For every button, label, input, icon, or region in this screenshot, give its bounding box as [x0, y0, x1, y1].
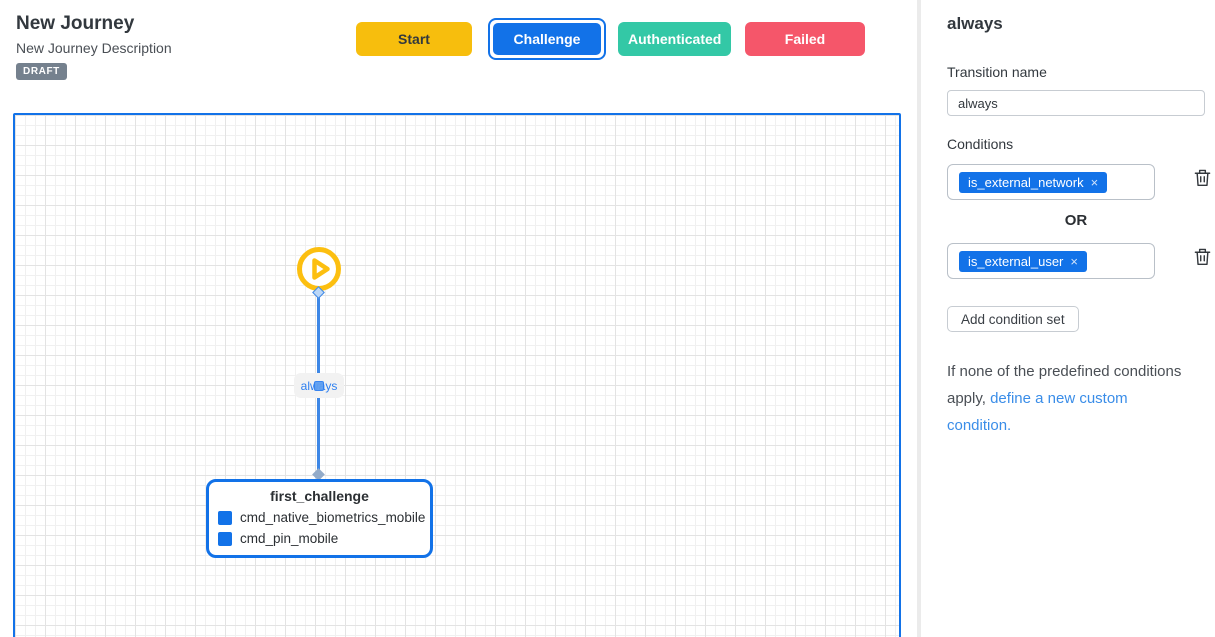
trash-icon	[1194, 248, 1211, 269]
transition-name-input[interactable]	[947, 90, 1205, 116]
start-state-button[interactable]: Start	[356, 22, 472, 56]
condition-chip-label: is_external_user	[968, 253, 1064, 269]
add-condition-set-button[interactable]: Add condition set	[947, 306, 1079, 332]
remove-chip-icon[interactable]: ×	[1090, 174, 1099, 190]
conditions-label: Conditions	[947, 136, 1014, 152]
page-title: New Journey	[16, 13, 135, 34]
condition-set-input[interactable]: is_external_network ×	[947, 164, 1155, 200]
condition-chip[interactable]: is_external_network ×	[959, 171, 1108, 193]
note-text: If none of the predefined conditions app…	[947, 363, 1182, 407]
trash-icon	[1194, 169, 1211, 190]
define-custom-condition-link[interactable]: define a new custom condition.	[947, 390, 1128, 434]
delete-condition-set-button[interactable]	[1193, 247, 1211, 267]
page-description: New Journey Description	[16, 40, 172, 56]
failed-state-button[interactable]: Failed	[745, 22, 865, 56]
predefined-conditions-note: If none of the predefined conditions app…	[947, 358, 1195, 439]
panel-title: always	[947, 14, 1003, 33]
authenticated-state-button[interactable]: Authenticated	[618, 22, 731, 56]
command-row[interactable]: cmd_native_biometrics_mobile	[218, 510, 425, 525]
transition-name-label: Transition name	[947, 64, 1047, 80]
panel-resize-divider[interactable]	[917, 0, 921, 637]
status-badge: DRAFT	[16, 63, 67, 80]
command-icon	[218, 510, 232, 525]
command-label: cmd_native_biometrics_mobile	[240, 510, 426, 525]
start-node[interactable]	[296, 246, 342, 292]
condition-set-input[interactable]: is_external_user ×	[947, 243, 1155, 279]
command-icon	[218, 531, 232, 546]
condition-chip[interactable]: is_external_user ×	[959, 250, 1087, 272]
challenge-state-button[interactable]: Challenge	[492, 22, 602, 56]
journey-state-toolbar: Start Challenge Authenticated Failed	[356, 17, 865, 61]
command-row[interactable]: cmd_pin_mobile	[218, 531, 421, 546]
remove-chip-icon[interactable]: ×	[1070, 253, 1078, 269]
delete-condition-set-button[interactable]	[1193, 168, 1211, 188]
journey-canvas[interactable]: always first_challenge cmd_native_biomet…	[13, 113, 901, 637]
condition-operator: OR	[1064, 212, 1088, 229]
command-label: cmd_pin_mobile	[240, 531, 339, 546]
play-icon	[296, 247, 342, 296]
condition-chip-label: is_external_network	[968, 174, 1084, 190]
challenge-state-selected-ring: Challenge	[488, 18, 606, 60]
edge-midpoint-handle[interactable]	[314, 381, 324, 391]
transition-properties-panel: always Transition name Conditions is_ext…	[947, 0, 1210, 637]
flow-node-first-challenge[interactable]: first_challenge cmd_native_biometrics_mo…	[206, 479, 433, 558]
flow-node-title: first_challenge	[270, 488, 369, 504]
